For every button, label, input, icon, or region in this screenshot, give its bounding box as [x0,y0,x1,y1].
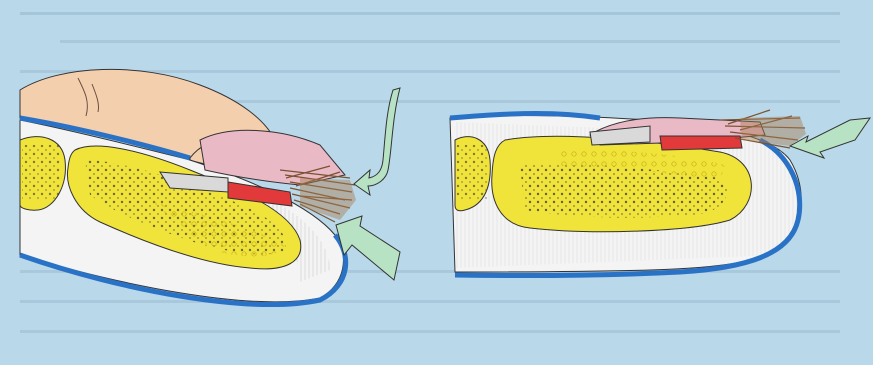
nail-red-segment [660,136,742,150]
white-margin-right [873,0,883,380]
white-margin-bottom [0,365,883,380]
bone-proximal-marrow [457,145,487,200]
bone-proximal-marrow [22,145,60,200]
